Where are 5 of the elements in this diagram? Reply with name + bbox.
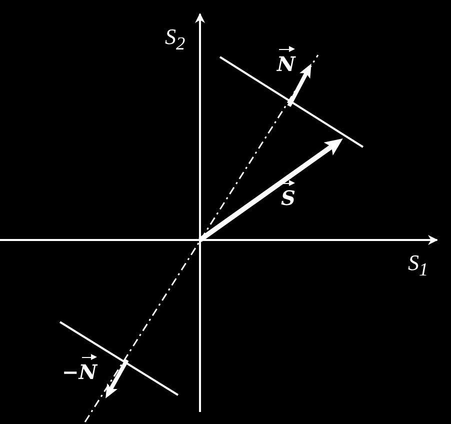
vector-label: S <box>281 180 296 208</box>
vector-label: N <box>277 46 296 74</box>
axis-label: S$_{1}$ <box>408 252 428 279</box>
axis-label: S$_{2}$ <box>165 26 186 53</box>
vector-label: −N <box>62 354 98 382</box>
